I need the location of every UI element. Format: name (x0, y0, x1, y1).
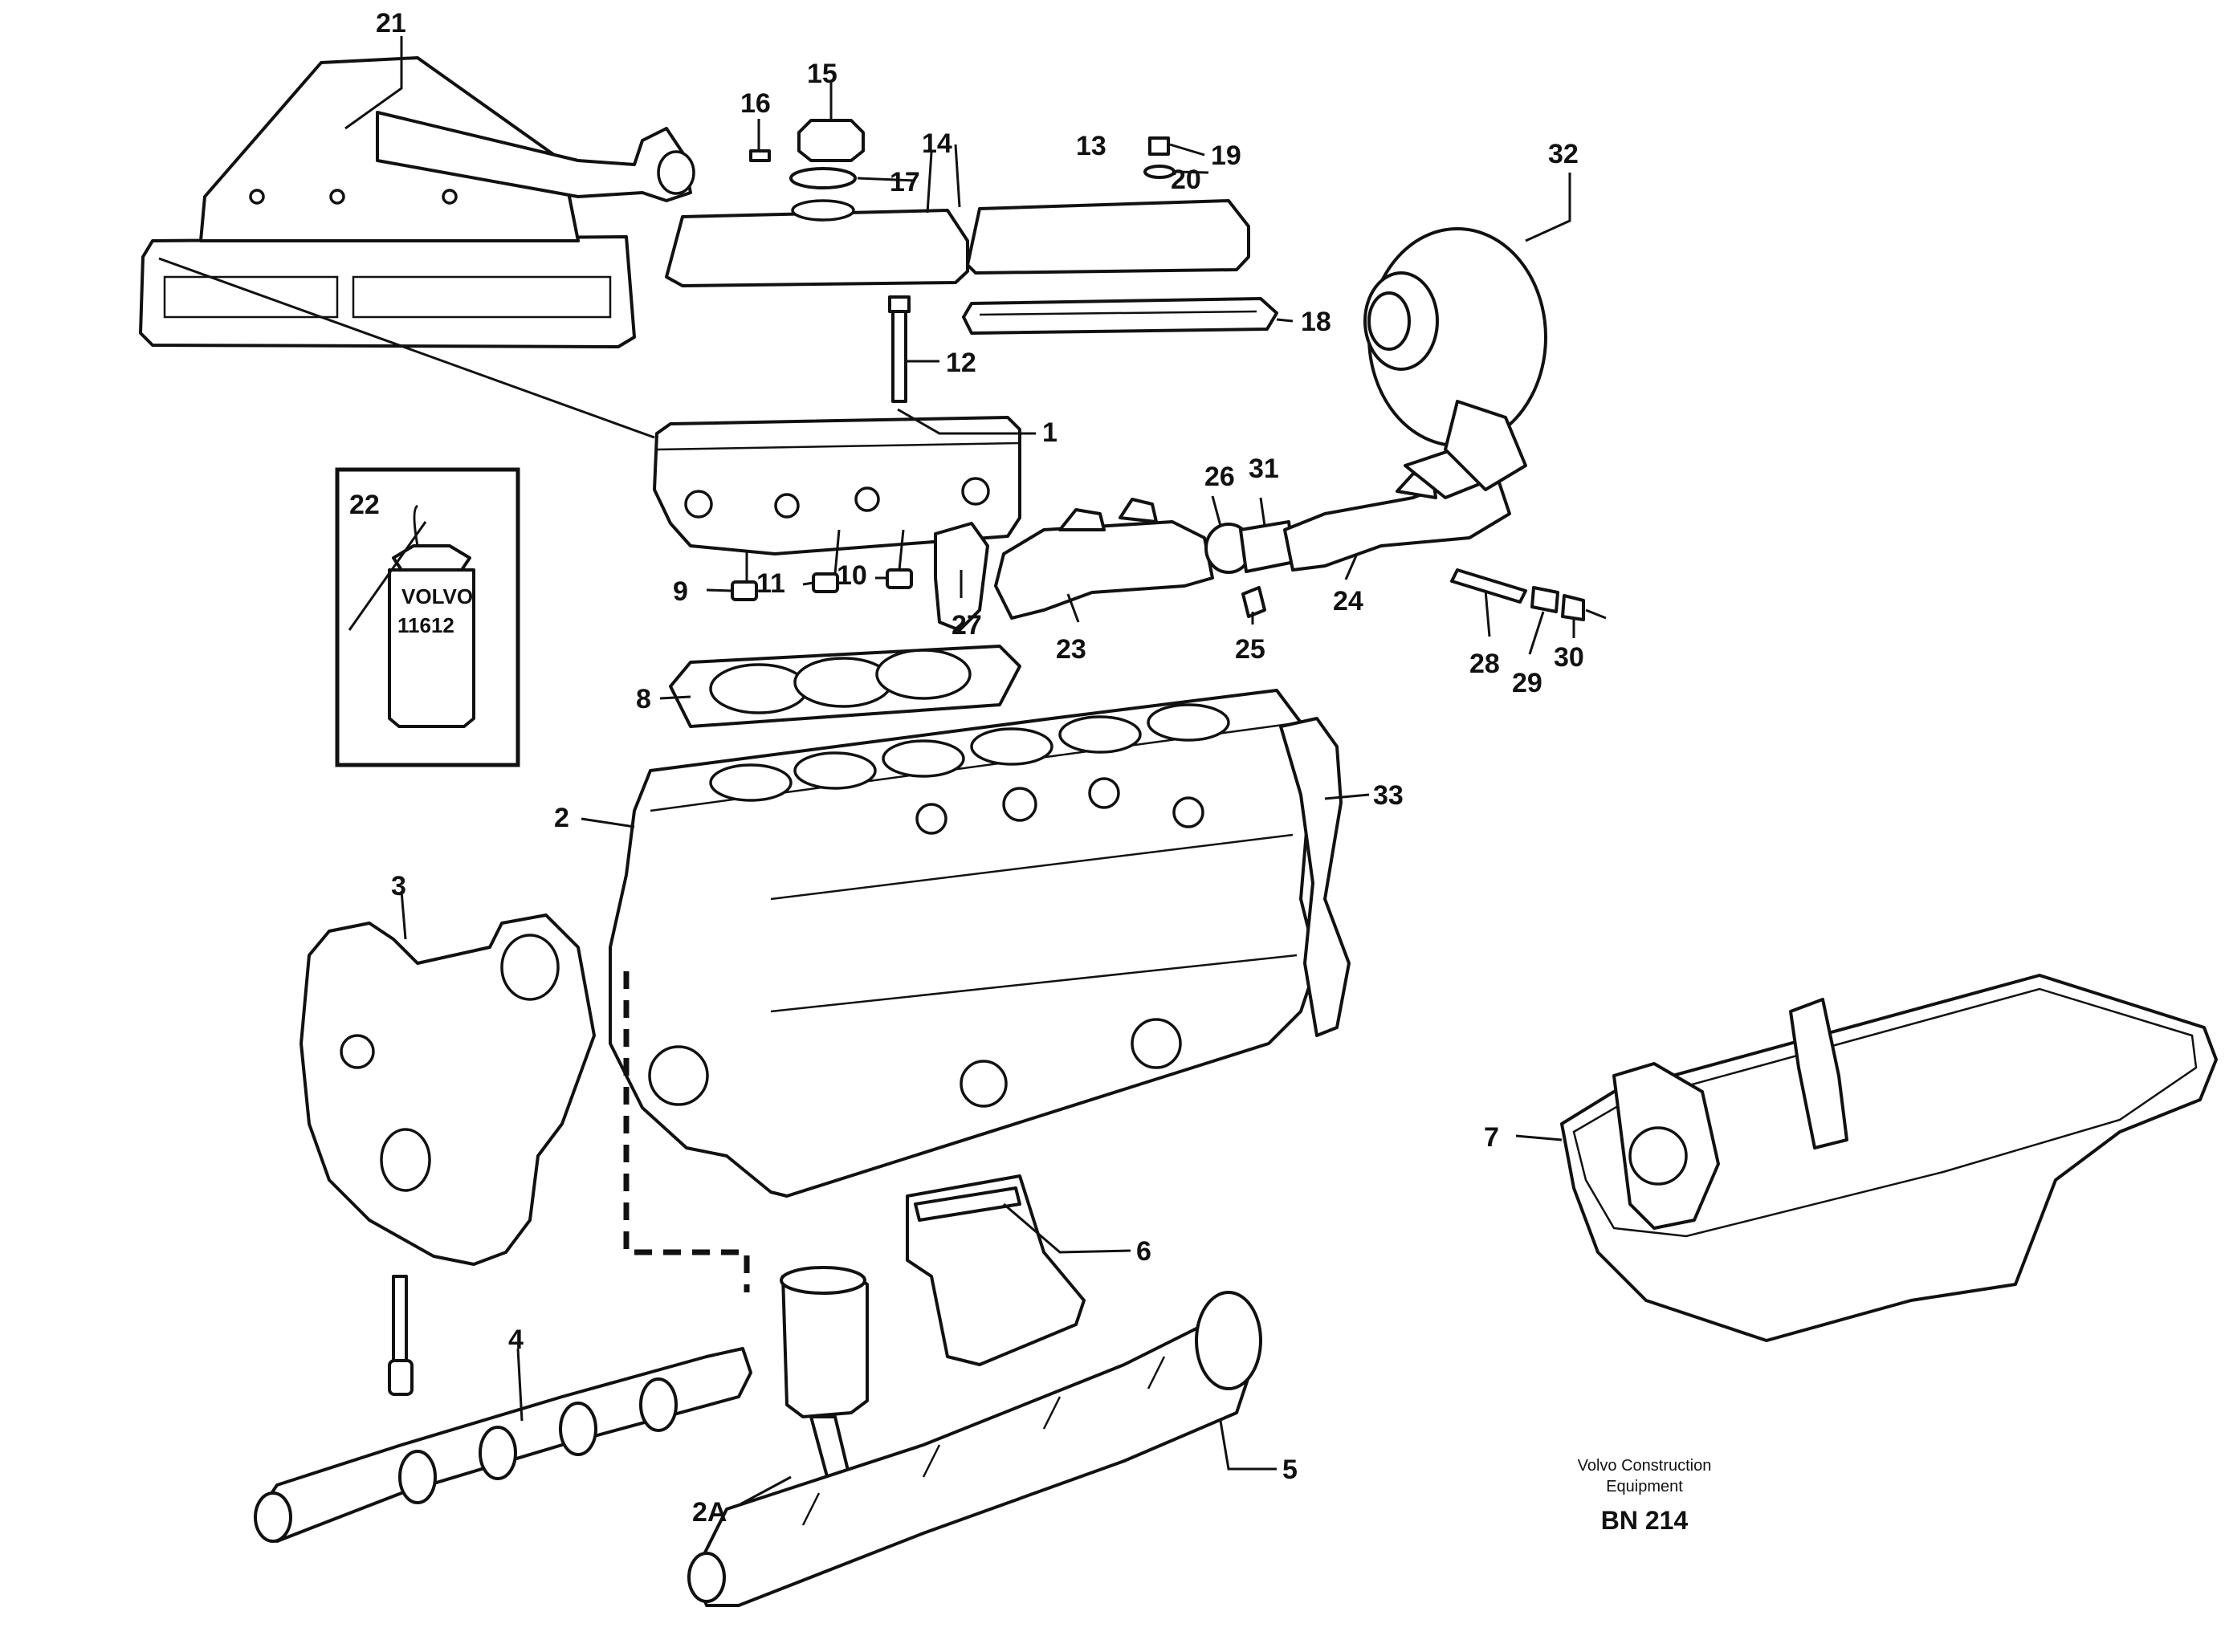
part-28-stud (1450, 568, 1527, 604)
callout-26: 26 (1204, 462, 1235, 492)
alignment-dash-line (623, 971, 750, 1292)
leader-lines (158, 36, 1607, 1507)
callout-28: 28 (1469, 649, 1500, 679)
part-30-nut (1561, 594, 1585, 621)
callout-22: 22 (349, 490, 380, 520)
callout-25: 25 (1235, 634, 1265, 665)
callout-19: 19 (1211, 140, 1241, 171)
part-12-bolt (888, 295, 911, 403)
part-21-breather-housing (139, 56, 695, 348)
callout-24: 24 (1333, 586, 1363, 616)
part-4-camshaft (254, 1275, 752, 1543)
callout-3: 3 (391, 871, 406, 901)
callout-15: 15 (807, 59, 837, 89)
part-2-cylinder-block (609, 689, 1318, 1198)
part-6-intake-pipe (906, 1174, 1086, 1366)
callout-16: 16 (740, 88, 771, 119)
part-10-plug (886, 568, 913, 589)
part-23-exhaust-manifold (994, 498, 1214, 620)
callout-labels: 1 2 2A 3 4 5 6 7 8 9 10 11 12 13 14 15 1… (349, 8, 1584, 1528)
part-5-crankshaft (687, 1291, 1262, 1607)
part-13-valve-cover (966, 199, 1250, 275)
callout-33: 33 (1373, 780, 1404, 811)
callout-10: 10 (837, 560, 867, 591)
callout-29: 29 (1512, 668, 1542, 698)
part-20-washer (1143, 165, 1176, 179)
part-15-oil-cap (797, 119, 865, 162)
part-29-spacer (1530, 586, 1559, 613)
footer-brand: Volvo Construction Equipment BN 214 (1578, 1457, 1712, 1535)
part-11-plug (812, 572, 839, 593)
part-32-turbocharger (1363, 227, 1547, 491)
bottle-brand: VOLVO (401, 584, 473, 608)
callout-7: 7 (1484, 1122, 1499, 1153)
footer-line1: Volvo Construction (1578, 1457, 1712, 1475)
callout-17: 17 (890, 167, 920, 197)
callout-2: 2 (554, 803, 569, 833)
callout-8: 8 (636, 684, 651, 714)
callout-14: 14 (922, 128, 952, 159)
part-7-oil-pan (1560, 974, 2218, 1342)
callout-32: 32 (1548, 139, 1579, 169)
callout-6: 6 (1136, 1236, 1151, 1267)
part-19-bolt (1148, 136, 1170, 156)
callout-21: 21 (376, 8, 406, 39)
part-22-sealant-bottle: VOLVO 11612 (335, 467, 520, 767)
part-9-plug (731, 580, 758, 601)
part-14-valve-cover (665, 199, 969, 287)
callout-1: 1 (1042, 417, 1057, 448)
callout-31: 31 (1249, 454, 1279, 484)
callout-4: 4 (508, 1324, 524, 1355)
part-1-cylinder-head (653, 416, 1021, 555)
callout-9: 9 (673, 576, 688, 607)
callout-27: 27 (952, 610, 982, 641)
callout-18: 18 (1301, 307, 1331, 337)
callout-23: 23 (1056, 634, 1086, 665)
callout-12: 12 (946, 348, 976, 378)
footer-line2: Equipment (1606, 1478, 1683, 1495)
callout-30: 30 (1554, 642, 1584, 673)
part-3-timing-cover (300, 913, 596, 1266)
part-18-gasket (962, 297, 1278, 335)
callout-5: 5 (1282, 1455, 1298, 1485)
part-16-screw (749, 149, 771, 162)
part-25-stud (1241, 586, 1266, 618)
callout-11: 11 (756, 568, 785, 599)
part-17-seal (789, 167, 857, 189)
callout-13: 13 (1076, 131, 1106, 161)
bottle-number: 11612 (397, 613, 454, 637)
footer-code: BN 214 (1601, 1506, 1689, 1535)
callout-20: 20 (1171, 165, 1201, 195)
callout-2A: 2A (692, 1497, 727, 1528)
part-8-head-gasket (669, 645, 1021, 728)
